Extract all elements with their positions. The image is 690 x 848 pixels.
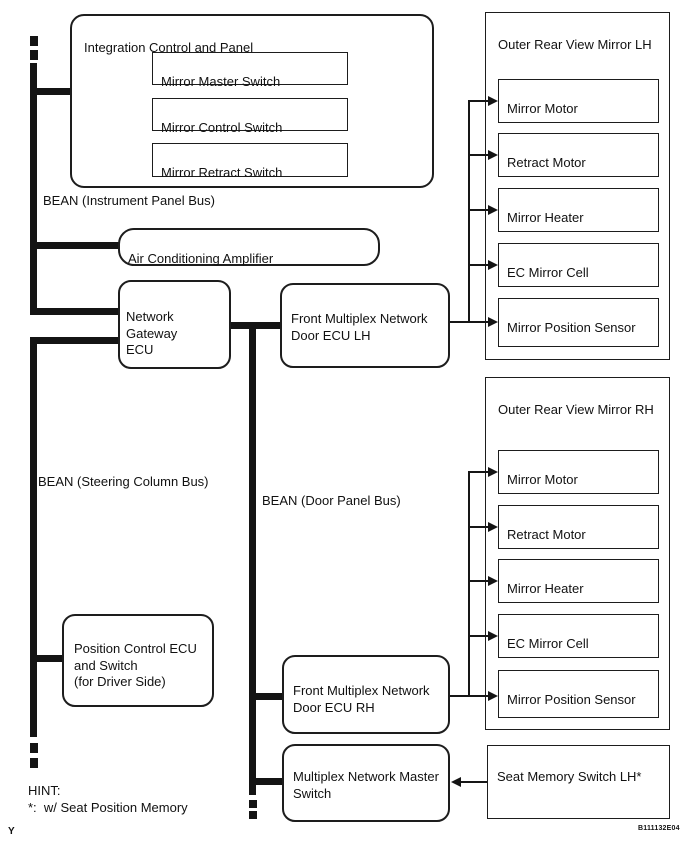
position-control-ecu-label: Position Control ECU and Switch (for Dri… (74, 641, 197, 689)
box-fmn-door-ecu-lh: Front Multiplex Network Door ECU LH (280, 283, 450, 368)
box-mirror-master-switch: Mirror Master Switch (152, 52, 348, 89)
rh-arrowhead-position-sensor (488, 691, 498, 701)
hint-note: *: w/ Seat Position Memory (28, 800, 188, 815)
rh-arrowhead-mirror-heater (488, 576, 498, 586)
box-lh-retract-motor: Retract Motor (498, 133, 659, 177)
seat-memory-arrow-line (459, 781, 488, 783)
lh-collector-line (468, 100, 470, 323)
bus-steering-column (30, 337, 37, 737)
branch-position-control (30, 655, 64, 662)
figure-code: B111132E04 (638, 825, 680, 832)
rh-arrow-line-ec-mirror-cell (468, 635, 489, 637)
mirror-master-switch-label: Mirror Master Switch (161, 74, 281, 90)
box-lh-ec-mirror-cell: EC Mirror Cell (498, 243, 659, 287)
rh-mirror-position-sensor-label: Mirror Position Sensor (507, 692, 636, 708)
rh-arrow-line-retract-motor (468, 526, 489, 528)
box-rh-mirror-heater: Mirror Heater (498, 559, 659, 603)
box-mirror-retract-switch: Mirror Retract Switch (152, 143, 348, 181)
seat-memory-arrowhead (451, 777, 461, 787)
rh-arrow-line-mirror-motor (468, 471, 489, 473)
lh-retract-motor-label: Retract Motor (507, 155, 586, 171)
mirror-retract-switch-label: Mirror Retract Switch (161, 165, 283, 181)
rh-arrowhead-mirror-motor (488, 467, 498, 477)
seat-memory-switch-label: Seat Memory Switch LH* (497, 769, 642, 785)
bus-door-panel-dash-2 (249, 811, 257, 819)
lh-arrow-line-ec-mirror-cell (468, 264, 489, 266)
lh-arrow-line-retract-motor (468, 154, 489, 156)
rh-arrow-line-mirror-heater (468, 580, 489, 582)
rh-mirror-heater-label: Mirror Heater (507, 581, 584, 597)
bus-steering-column-dash-2 (30, 758, 38, 768)
box-mux-master-switch: Multiplex Network Master Switch (282, 744, 450, 822)
box-lh-mirror-heater: Mirror Heater (498, 188, 659, 232)
bus-label-steering-column: BEAN (Steering Column Bus) (38, 474, 209, 489)
branch-ac-amplifier (30, 242, 120, 249)
rh-collector-line (468, 471, 470, 697)
box-position-control-ecu: Position Control ECU and Switch (for Dri… (62, 614, 214, 707)
lh-arrowhead-ec-mirror-cell (488, 260, 498, 270)
fmn-door-ecu-rh-label: Front Multiplex Network Door ECU RH (293, 683, 430, 715)
bus-label-instrument-panel: BEAN (Instrument Panel Bus) (43, 193, 215, 208)
rh-ec-mirror-cell-label: EC Mirror Cell (507, 636, 589, 652)
branch-network-gateway-lower (30, 337, 120, 344)
outer-mirror-lh-label: Outer Rear View Mirror LH (498, 37, 652, 53)
lh-arrow-line-mirror-heater (468, 209, 489, 211)
box-mirror-control-switch: Mirror Control Switch (152, 98, 348, 135)
network-gateway-ecu-label: Network Gateway ECU (126, 309, 178, 357)
bus-instrument-panel-dash-1 (30, 36, 38, 46)
bus-door-panel (249, 322, 256, 795)
rh-mirror-motor-label: Mirror Motor (507, 472, 578, 488)
rh-retract-motor-label: Retract Motor (507, 527, 586, 543)
lh-arrowhead-retract-motor (488, 150, 498, 160)
box-fmn-door-ecu-rh: Front Multiplex Network Door ECU RH (282, 655, 450, 734)
mirror-control-switch-label: Mirror Control Switch (161, 120, 283, 136)
lh-arrow-line-position-sensor (450, 321, 489, 323)
outer-mirror-rh-label: Outer Rear View Mirror RH (498, 402, 654, 418)
bus-door-panel-dash-1 (249, 800, 257, 808)
box-lh-mirror-position-sensor: Mirror Position Sensor (498, 298, 659, 347)
box-rh-mirror-motor: Mirror Motor (498, 450, 659, 494)
corner-label: Y (8, 826, 15, 837)
box-ac-amplifier: Air Conditioning Amplifier (118, 228, 380, 266)
lh-mirror-heater-label: Mirror Heater (507, 210, 584, 226)
lh-arrow-line-mirror-motor (468, 100, 489, 102)
branch-integration-panel (30, 88, 72, 95)
box-rh-mirror-position-sensor: Mirror Position Sensor (498, 670, 659, 718)
branch-door-ecu-rh (249, 693, 284, 700)
rh-arrowhead-retract-motor (488, 522, 498, 532)
mux-master-switch-label: Multiplex Network Master Switch (293, 769, 439, 801)
rh-arrow-line-position-sensor (450, 695, 489, 697)
branch-mux-master-switch (249, 778, 284, 785)
bus-instrument-panel (30, 63, 37, 315)
branch-network-gateway-upper (30, 308, 120, 315)
lh-arrowhead-mirror-heater (488, 205, 498, 215)
box-seat-memory-switch: Seat Memory Switch LH* (487, 745, 670, 819)
bus-instrument-panel-dash-2 (30, 50, 38, 60)
box-rh-ec-mirror-cell: EC Mirror Cell (498, 614, 659, 658)
fmn-door-ecu-lh-label: Front Multiplex Network Door ECU LH (291, 311, 428, 343)
lh-mirror-position-sensor-label: Mirror Position Sensor (507, 320, 636, 336)
integration-panel-label: Integration Control and Panel (84, 40, 254, 56)
ac-amplifier-label: Air Conditioning Amplifier (128, 251, 274, 267)
lh-mirror-motor-label: Mirror Motor (507, 101, 578, 117)
lh-arrowhead-mirror-motor (488, 96, 498, 106)
lh-ec-mirror-cell-label: EC Mirror Cell (507, 265, 589, 281)
bus-steering-column-dash-1 (30, 743, 38, 753)
box-network-gateway-ecu: Network Gateway ECU (118, 280, 231, 369)
rh-arrowhead-ec-mirror-cell (488, 631, 498, 641)
box-rh-retract-motor: Retract Motor (498, 505, 659, 549)
lh-arrowhead-position-sensor (488, 317, 498, 327)
bus-label-door-panel: BEAN (Door Panel Bus) (262, 493, 401, 508)
hint-title: HINT: (28, 783, 61, 798)
box-lh-mirror-motor: Mirror Motor (498, 79, 659, 123)
